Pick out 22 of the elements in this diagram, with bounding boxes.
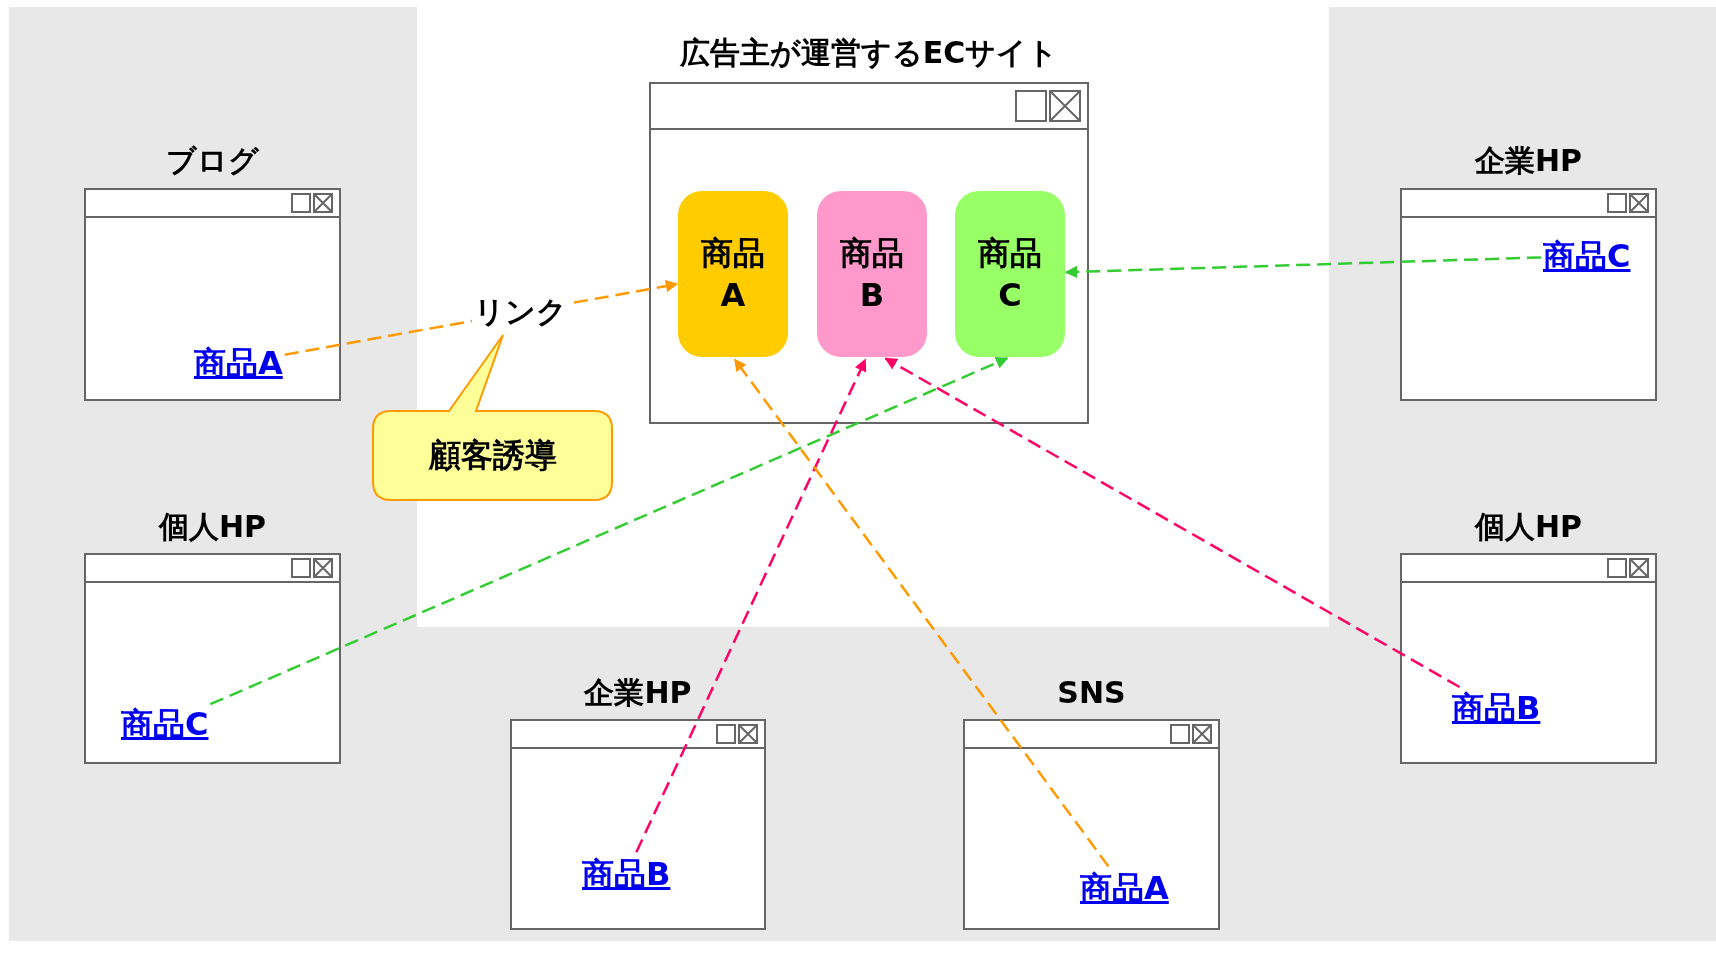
arrow <box>635 358 867 853</box>
product-link: 商品A <box>1080 868 1169 908</box>
window-heading: 企業HP <box>1474 142 1583 180</box>
product-link: 商品A <box>194 343 283 383</box>
window-heading: 個人HP <box>158 508 267 546</box>
product-link: 商品C <box>121 704 209 744</box>
window-heading: 企業HP <box>584 674 692 712</box>
product-link: 商品B <box>1452 688 1541 728</box>
callout-bubble: 顧客誘導 <box>372 334 613 501</box>
arrow <box>884 357 1461 689</box>
window-heading: 広告主が運営するECサイト <box>679 34 1059 72</box>
product-link: 商品C <box>1543 236 1631 276</box>
arrow <box>733 358 1110 868</box>
product-link: 商品B <box>582 854 671 894</box>
product-box: 商品 C <box>955 191 1065 357</box>
window-heading: SNS <box>1057 674 1126 712</box>
product-box: 商品 A <box>678 191 788 357</box>
arrow <box>1064 256 1542 279</box>
window-heading: ブログ <box>166 142 259 180</box>
arrow <box>209 356 1009 706</box>
window-heading: 個人HP <box>1474 508 1583 546</box>
product-box: 商品 B <box>817 191 927 357</box>
